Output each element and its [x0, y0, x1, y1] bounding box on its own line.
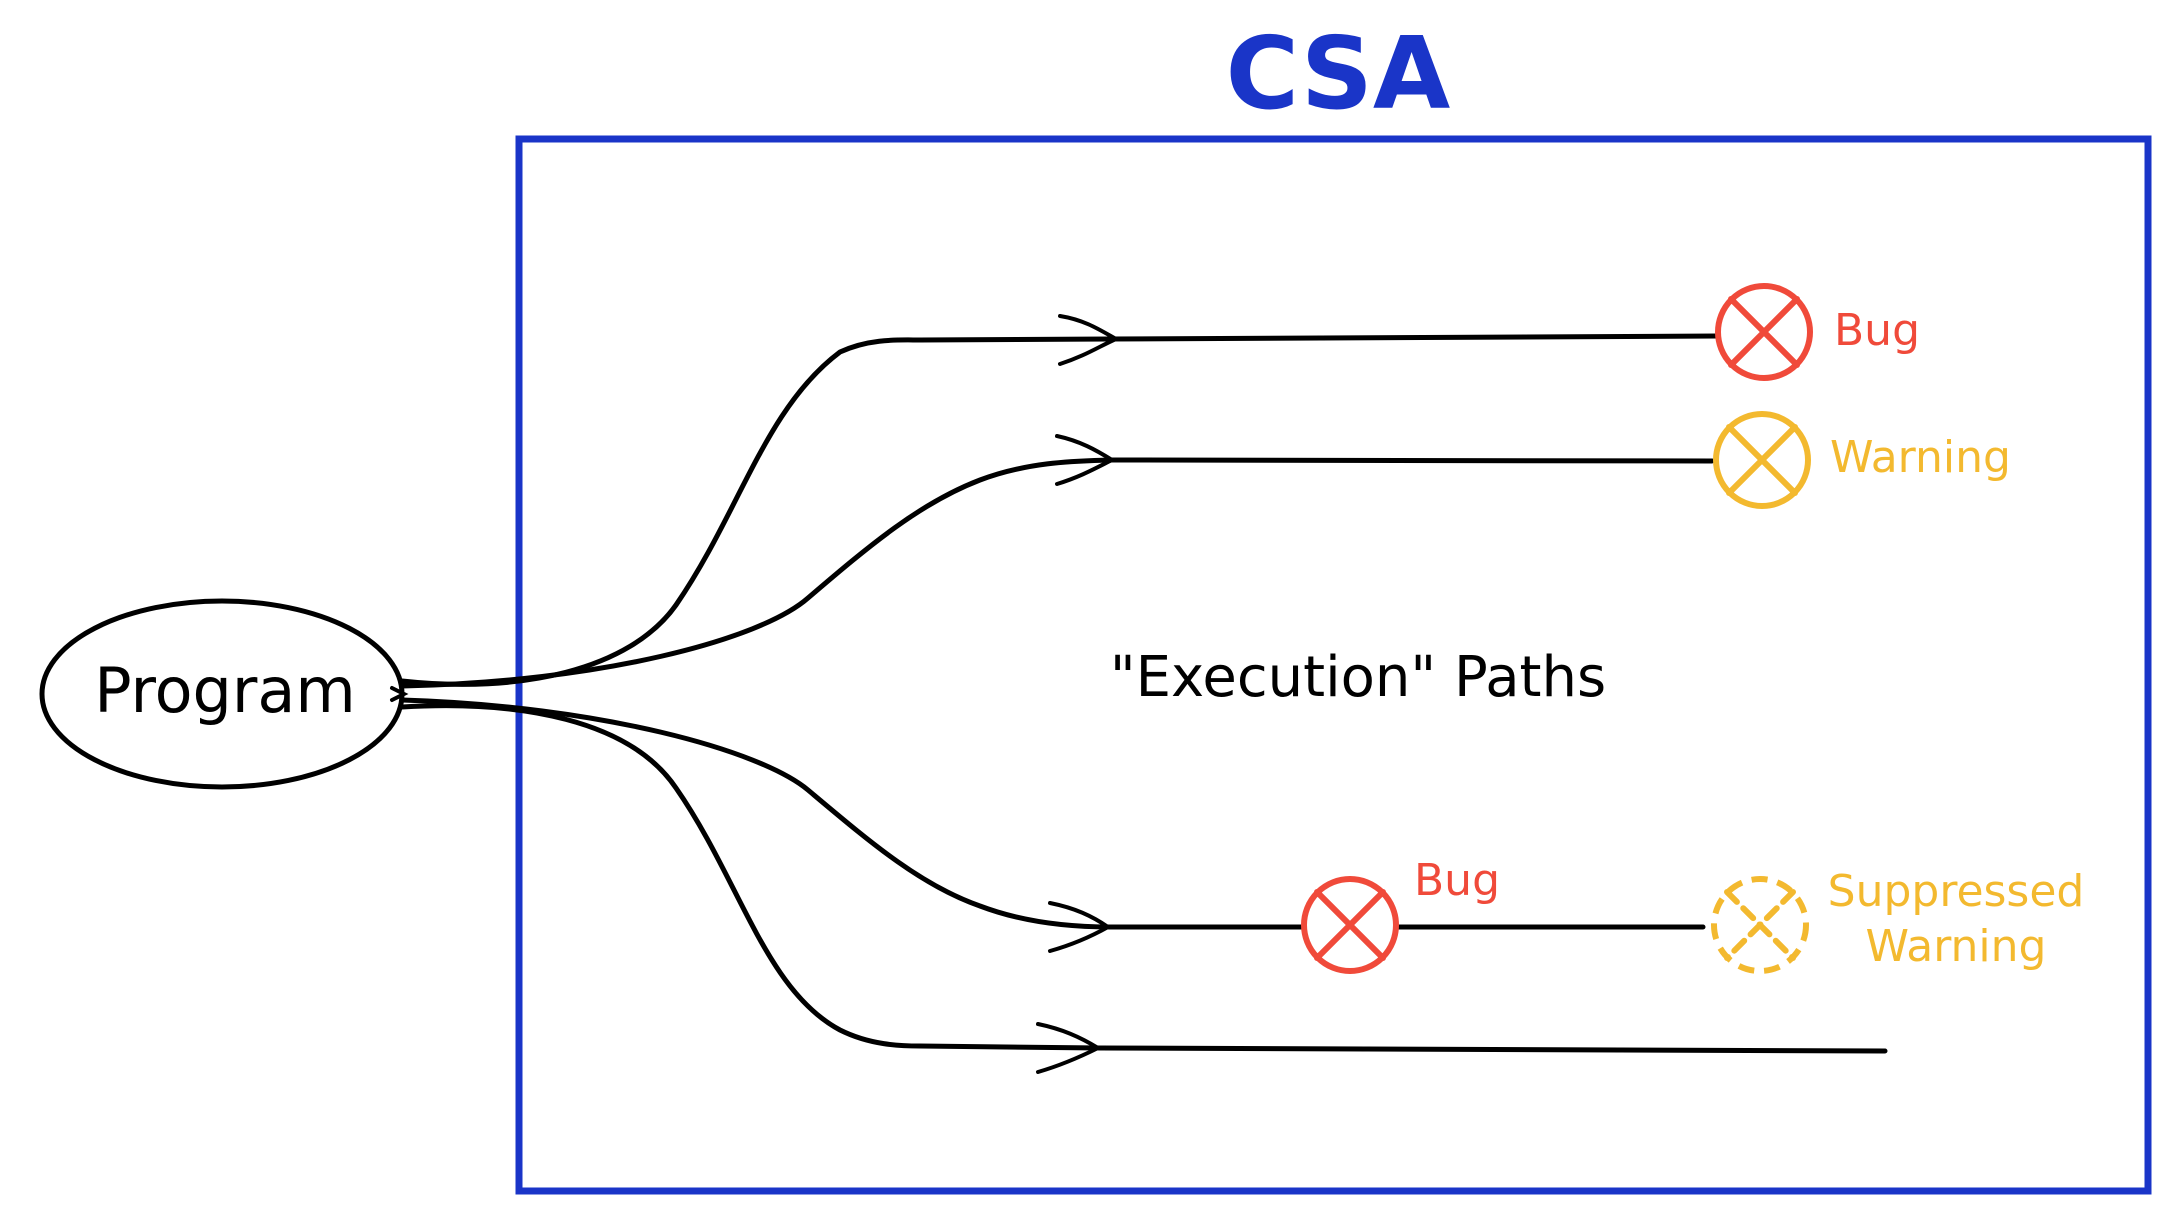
- bug-marker-mid: [1301, 876, 1399, 974]
- bug-icon-cross: [1314, 889, 1386, 961]
- bug-marker-top: [1715, 283, 1813, 381]
- execution-path-4: [399, 703, 1888, 1054]
- warning-icon-cross: [1726, 424, 1798, 496]
- suppressed-warning-icon-cross: [1724, 889, 1796, 961]
- csa-frame: [515, 135, 2152, 1195]
- execution-path-2: [399, 457, 1715, 689]
- execution-path-3: [399, 697, 1305, 930]
- execution-path-1: [399, 333, 1721, 687]
- execution-path-3-arrow: [1048, 901, 1110, 953]
- program-junction-tick: [390, 686, 409, 702]
- suppressed-warning-label-line2: Warning: [1866, 921, 2047, 972]
- bug-icon-cross: [1728, 296, 1800, 368]
- suppressed-warning-marker: [1711, 876, 1809, 974]
- diagram-title: CSA: [1226, 15, 1451, 132]
- execution-paths-label: "Execution" Paths: [1110, 645, 1606, 710]
- bug-label-mid: Bug: [1414, 855, 1500, 906]
- warning-marker-top: [1713, 411, 1811, 509]
- execution-path-4-arrow: [1036, 1022, 1100, 1074]
- warning-label-top: Warning: [1830, 432, 2011, 483]
- suppressed-warning-label-line1: Suppressed: [1828, 866, 2085, 917]
- program-node-label: Program: [94, 654, 356, 727]
- execution-path-2-arrow: [1055, 434, 1114, 486]
- bug-label-top: Bug: [1834, 305, 1920, 356]
- execution-path-1-arrow: [1058, 314, 1118, 366]
- execution-paths: [390, 314, 1888, 1074]
